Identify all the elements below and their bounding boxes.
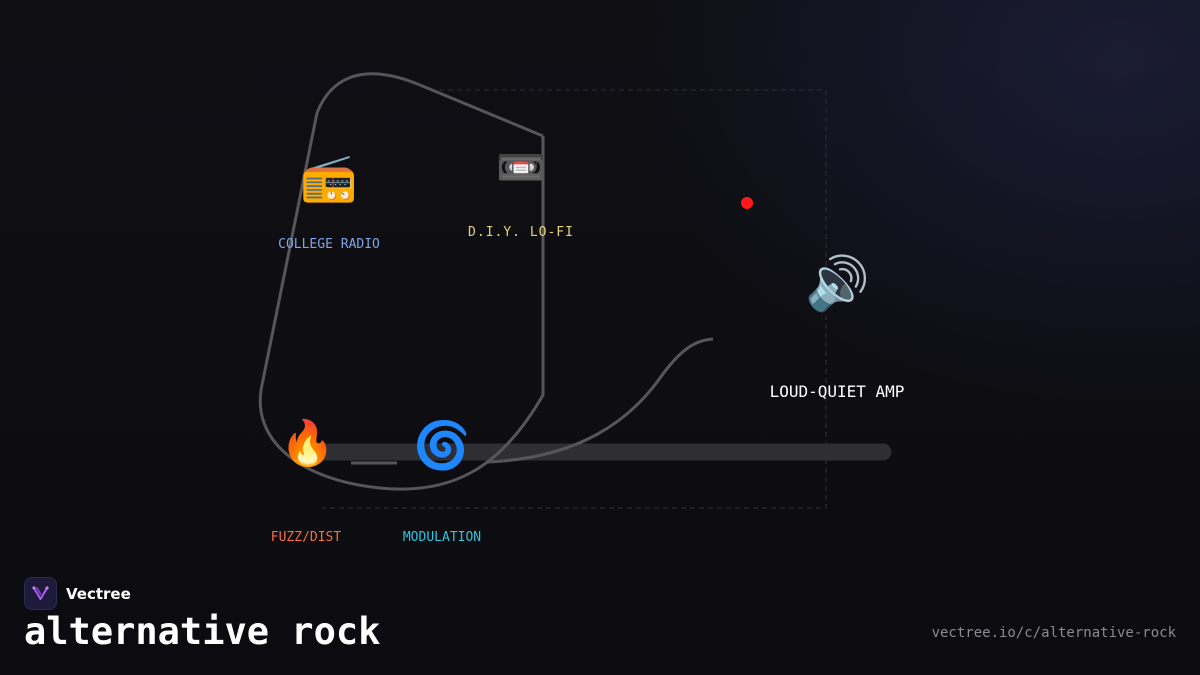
- s-curve-path: [487, 337, 714, 464]
- cyclone-icon: 🌀: [413, 418, 471, 472]
- brand[interactable]: Vectree: [24, 577, 131, 610]
- node-label-fuzz-dist: FUZZ/DIST: [270, 530, 342, 545]
- node-label-loud-quiet-amp: LOUD-QUIET AMP: [769, 382, 905, 401]
- page-title: alternative rock: [24, 610, 381, 653]
- node-label-modulation: MODULATION: [402, 530, 482, 545]
- brand-name: Vectree: [66, 584, 131, 603]
- fire-icon: 🔥: [280, 418, 335, 469]
- node-label-college-radio: COLLEGE RADIO: [278, 237, 380, 252]
- loop-path: [258, 72, 545, 491]
- videocassette-icon: 📼: [496, 145, 546, 191]
- marker-dot: [741, 197, 753, 209]
- dashed-frame: [322, 89, 827, 509]
- speaker-icon: 🔊: [805, 254, 870, 314]
- page-url[interactable]: vectree.io/c/alternative-rock: [931, 625, 1176, 641]
- radio-icon: 📻: [300, 150, 358, 204]
- node-label-diy-lofi: D.I.Y. LO-FI: [468, 225, 574, 240]
- vectree-logo-icon: [24, 577, 57, 610]
